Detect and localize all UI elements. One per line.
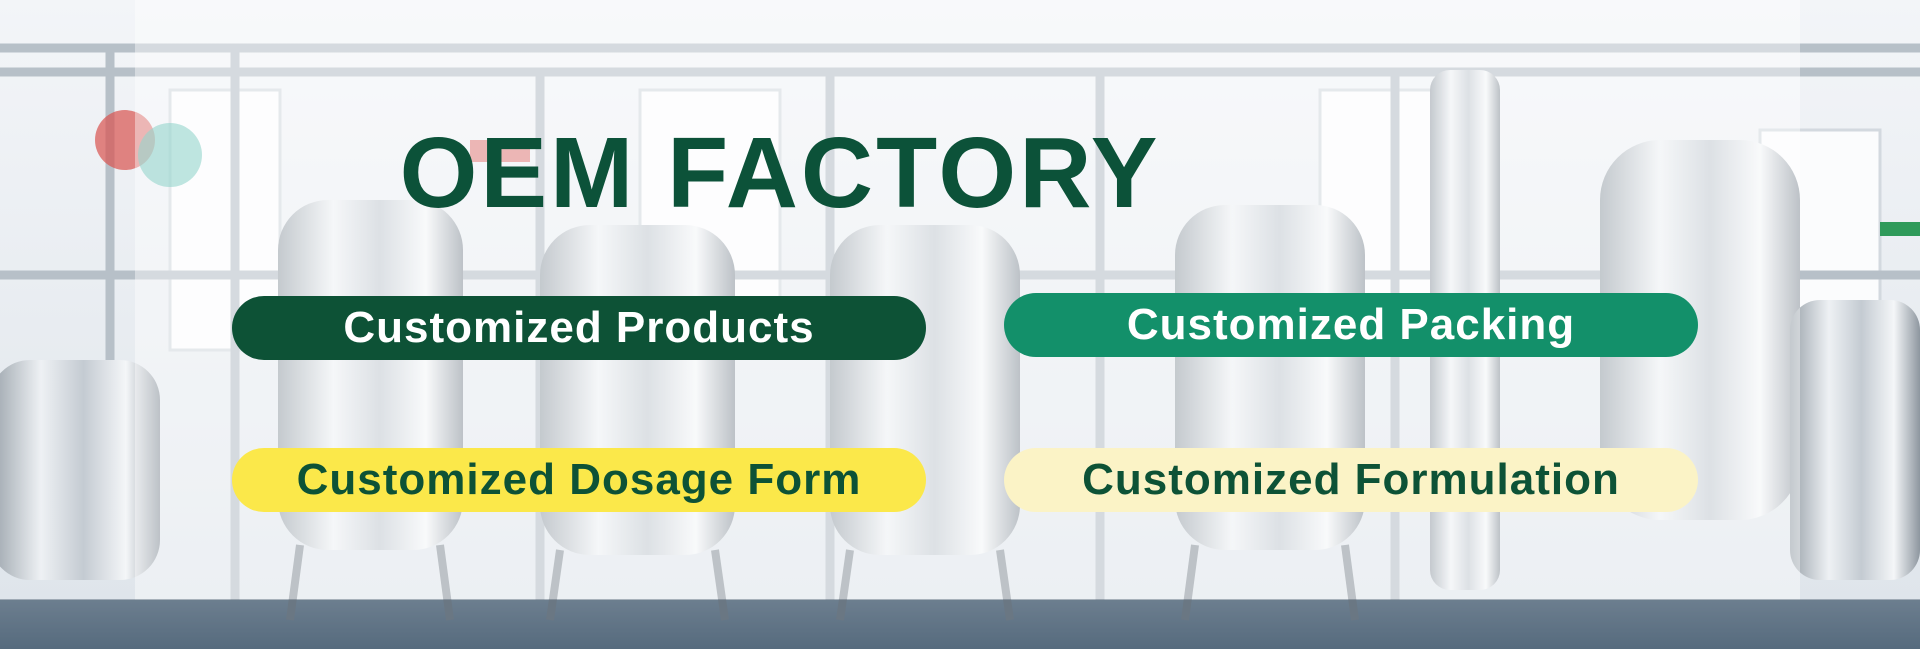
customized-dosage-form-badge: Customized Dosage Form [232, 448, 926, 512]
customized-packing-badge: Customized Packing [1004, 293, 1698, 357]
floor-shade [0, 599, 1920, 649]
customized-products-badge: Customized Products [232, 296, 926, 360]
page-title: OEM FACTORY [399, 117, 1161, 229]
customized-formulation-badge: Customized Formulation [1004, 448, 1698, 512]
